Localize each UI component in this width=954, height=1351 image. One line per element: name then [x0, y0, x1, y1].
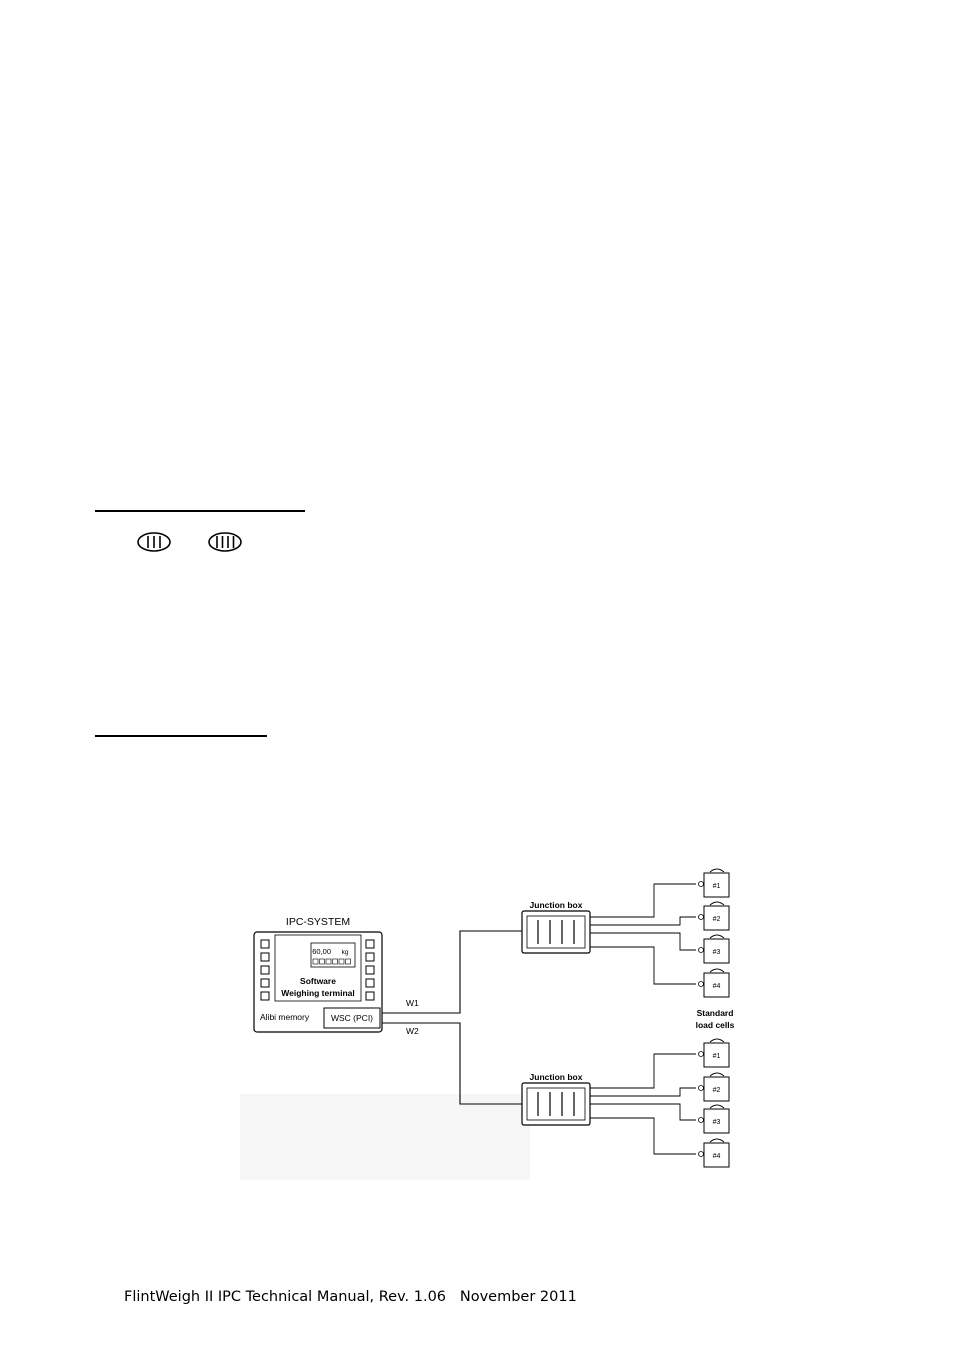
display-unit: kg — [342, 949, 349, 956]
section-divider — [95, 735, 267, 737]
wiring-diagram: IPC-SYSTEM 60,00 kg — [240, 868, 735, 1180]
top-load-cells: #1 #2 #3 #4 — [698, 868, 730, 998]
load-cell-number: #4 — [713, 1153, 721, 1160]
load-cell: #2 — [698, 1072, 730, 1102]
load-cell-number: #2 — [713, 1087, 721, 1094]
load-cell: #4 — [698, 968, 730, 998]
section-divider — [95, 510, 305, 512]
load-cell: #1 — [698, 868, 730, 898]
load-cell-number: #1 — [713, 1053, 721, 1060]
junction-box-top-terminals — [537, 920, 575, 944]
right-keys — [365, 939, 375, 1001]
accuracy-class-marks — [137, 532, 242, 552]
junction-box-bottom-inner — [526, 1087, 586, 1121]
junction-box-top-inner — [526, 915, 586, 949]
load-cell: #3 — [698, 1104, 730, 1134]
junction-box-bottom — [521, 1082, 591, 1126]
weighing-terminal-label: Weighing terminal — [281, 988, 355, 998]
class-iiii-mark — [208, 532, 242, 552]
top-cell-wires — [590, 883, 696, 985]
junction-box-bottom-label: Junction box — [530, 1072, 583, 1082]
display-softkeys — [312, 958, 351, 965]
load-cell-number: #3 — [713, 949, 721, 956]
junction-box-top — [521, 910, 591, 954]
wsc-pci-card — [323, 1007, 381, 1029]
alibi-memory-label: Alibi memory — [260, 1012, 310, 1022]
page-footer: FlintWeigh II IPC Technical Manual, Rev.… — [124, 1289, 577, 1305]
load-cell: #1 — [698, 1038, 730, 1068]
class-iii-mark — [137, 532, 171, 552]
standard-label: Standard — [697, 1008, 734, 1018]
bottom-cell-wires — [590, 1053, 696, 1155]
w2-label: W2 — [406, 1026, 419, 1036]
software-label: Software — [300, 976, 336, 986]
scan-shade — [240, 1094, 530, 1180]
ipc-system-title: IPC-SYSTEM — [286, 916, 350, 928]
load-cells-label: load cells — [696, 1020, 735, 1030]
load-cell-number: #2 — [713, 916, 721, 923]
junction-box-bottom-terminals — [537, 1092, 575, 1116]
junction-box-top-label: Junction box — [530, 900, 583, 910]
wsc-pci-label: WSC (PCI) — [331, 1013, 373, 1023]
load-cell: #2 — [698, 901, 730, 931]
w1-label: W1 — [406, 998, 419, 1008]
display-value: 60,00 — [312, 947, 331, 956]
bottom-load-cells: #1 #2 #3 #4 — [698, 1038, 730, 1168]
left-keys — [260, 939, 270, 1001]
cables — [382, 930, 522, 1105]
load-cell-number: #3 — [713, 1119, 721, 1126]
load-cell-number: #4 — [713, 983, 721, 990]
load-cell: #4 — [698, 1138, 730, 1168]
load-cell-number: #1 — [713, 883, 721, 890]
load-cell: #3 — [698, 934, 730, 964]
weight-display — [310, 942, 356, 968]
